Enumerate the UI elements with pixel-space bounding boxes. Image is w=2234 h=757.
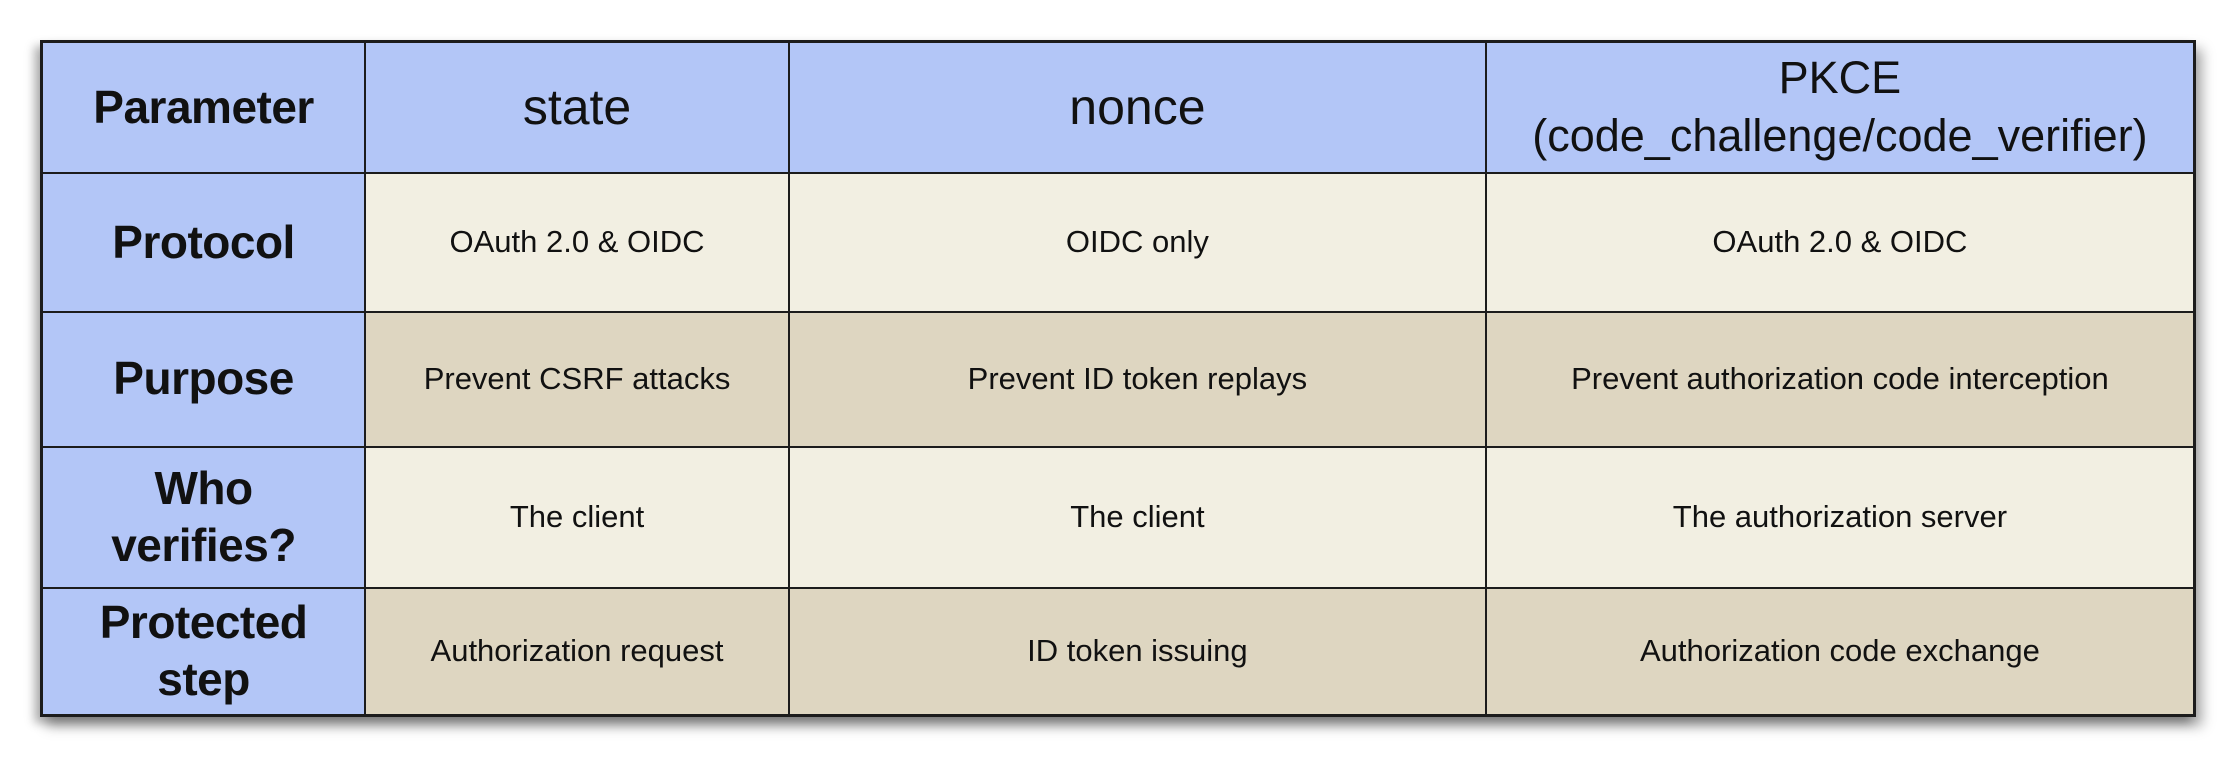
row-label-protected-step: Protected step	[43, 588, 367, 714]
cell-purpose-state: Prevent CSRF attacks	[366, 312, 790, 448]
comparison-table-wrapper: Parameter state nonce PKCE (code_challen…	[40, 40, 2196, 717]
cell-who-verifies-pkce: The authorization server	[1486, 447, 2193, 589]
cell-protocol-nonce: OIDC only	[789, 173, 1487, 313]
cell-purpose-nonce: Prevent ID token replays	[789, 312, 1487, 448]
row-label-who-verifies: Who verifies?	[43, 447, 367, 589]
header-cell-nonce: nonce	[789, 43, 1487, 174]
cell-purpose-pkce: Prevent authorization code interception	[1486, 312, 2193, 448]
cell-protocol-state: OAuth 2.0 & OIDC	[366, 173, 790, 313]
row-label-protocol: Protocol	[43, 173, 367, 313]
cell-protocol-pkce: OAuth 2.0 & OIDC	[1486, 173, 2193, 313]
cell-who-verifies-state: The client	[366, 447, 790, 589]
header-cell-pkce: PKCE (code_challenge/code_verifier)	[1486, 43, 2193, 174]
row-label-purpose: Purpose	[43, 312, 367, 448]
oauth-parameter-comparison-table: Parameter state nonce PKCE (code_challen…	[40, 40, 2196, 717]
cell-protected-step-nonce: ID token issuing	[789, 588, 1487, 714]
cell-protected-step-state: Authorization request	[366, 588, 790, 714]
header-cell-state: state	[366, 43, 790, 174]
cell-who-verifies-nonce: The client	[789, 447, 1487, 589]
header-cell-parameter: Parameter	[43, 43, 367, 174]
cell-protected-step-pkce: Authorization code exchange	[1486, 588, 2193, 714]
